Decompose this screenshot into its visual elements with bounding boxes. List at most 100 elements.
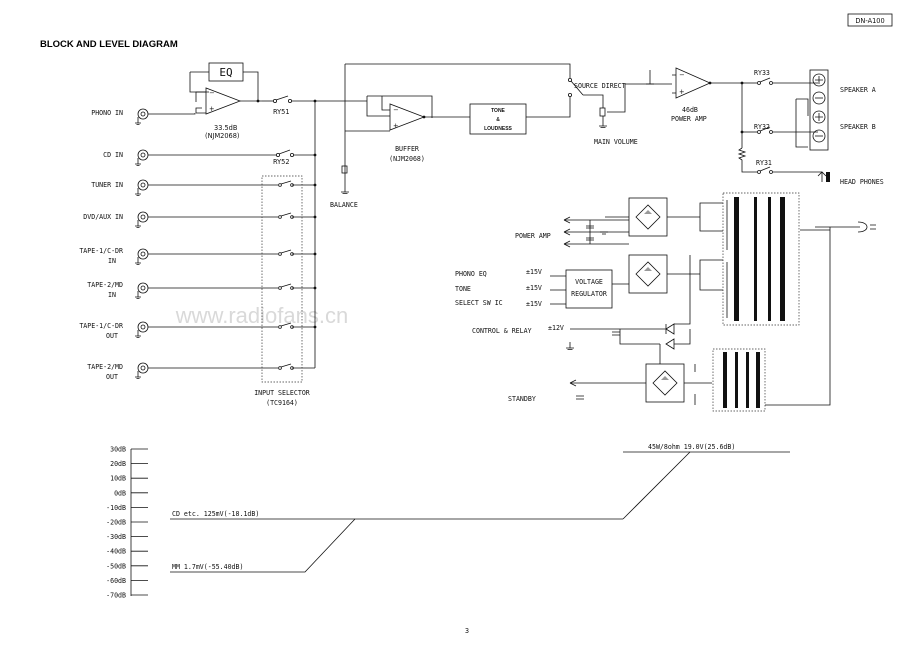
model-badge: DN-A100 (855, 17, 884, 25)
main-volume-pot (599, 107, 606, 117)
label-dvd-aux-in: DVD/AUX IN (83, 213, 123, 221)
input-selector-outline (261, 175, 303, 383)
eq-box-label: EQ (219, 66, 232, 79)
input-selector-ic: (TC9164) (266, 399, 298, 407)
speaker-terminals: SPEAKER A SPEAKER B (809, 69, 876, 151)
psu-v15-tone: ±15V (526, 284, 542, 292)
level-tick-label: -40dB (106, 548, 126, 556)
regulator-label-1: VOLTAGE (575, 278, 603, 286)
label-tape1-out-sub: OUT (106, 332, 118, 340)
label-tape2-out: TAPE-2/MD (87, 363, 123, 371)
regulator-label-2: REGULATOR (571, 290, 607, 298)
buffer-label: BUFFER (395, 145, 419, 153)
relay-ry52: RY52 (273, 158, 290, 166)
watermark: www.radiofans.cn (175, 303, 348, 328)
power-amp-stage: − + 46dB POWER AMP (646, 67, 742, 123)
svg-text:+: + (393, 122, 399, 130)
svg-text:+: + (679, 88, 685, 96)
svg-text:LOUDNESS: LOUDNESS (484, 126, 512, 132)
svg-text:&: & (496, 117, 500, 123)
output-relays: RY33 RY32 RY31 (737, 69, 822, 174)
level-scale: 30dB 20dB 10dB 0dB -10dB -20dB -30dB -40dB -50dB… (106, 446, 148, 600)
psu-select-sw-label: SELECT SW IC (455, 299, 503, 307)
phono-eq-gain: 33.5dB (214, 124, 238, 132)
svg-text:−: − (209, 89, 215, 97)
relay-ry33: RY33 (754, 69, 770, 77)
balance-control: BALANCE (330, 64, 367, 209)
jack-phono-in: PHONO IN (91, 108, 149, 125)
level-cd-label: CD etc. 125mV(-18.1dB) (172, 510, 259, 518)
level-mm-label: MM 1.7mV(-55.40dB) (172, 563, 243, 571)
phono-eq-ic: (NJM2068) (205, 132, 240, 140)
svg-text:TONE: TONE (491, 108, 505, 114)
label-tape1-in-sub: IN (108, 257, 116, 265)
psu-power-amp-label: POWER AMP (515, 232, 551, 240)
level-tick-label: -30dB (106, 533, 126, 541)
svg-text:+: + (209, 105, 215, 113)
label-tuner-in: TUNER IN (91, 181, 123, 189)
psu-v15-select: ±15V (526, 300, 542, 308)
source-direct-label: SOURCE DIRECT (574, 82, 626, 90)
level-diagram: 30dB 20dB 10dB 0dB -10dB -20dB -30dB -40dB -50dB… (106, 443, 790, 600)
phono-eq-stage: EQ − + 33.5dB (NJM2068) RY51 (148, 62, 315, 140)
level-tick-label: -70dB (106, 592, 126, 600)
headphone-jack: HEAD PHONES (817, 171, 884, 186)
label-tape2-in: TAPE-2/MD (87, 281, 123, 289)
buffer-stage: − + BUFFER (NJM2068) (345, 95, 470, 163)
power-amp-gain: 46dB (682, 106, 698, 114)
label-tape2-in-sub: IN (108, 291, 116, 299)
level-tick-label: 10dB (110, 475, 126, 483)
level-tick-label: -60dB (106, 577, 126, 585)
psu-tone-label: TONE (455, 285, 471, 293)
level-tick-label: 20dB (110, 460, 126, 468)
jack-tape1-out: TAPE-1/C-DR OUT (79, 321, 149, 340)
page-number: 3 (465, 627, 469, 635)
level-tick-label: 30dB (110, 446, 126, 454)
level-trace-mm (170, 518, 356, 573)
jack-tuner-in: TUNER IN (91, 179, 149, 196)
psu-v12: ±12V (548, 324, 564, 332)
headphones-label: HEAD PHONES (840, 178, 884, 186)
label-phono-in: PHONO IN (91, 109, 123, 117)
main-volume-label: MAIN VOLUME (594, 138, 638, 146)
buffer-ic: (NJM2068) (389, 155, 425, 163)
power-supply: POWER AMP VOLTAGE REGULATOR PHONO EQ TON… (455, 192, 876, 412)
tone-loudness-block: TONE & LOUDNESS (469, 97, 571, 135)
balance-label: BALANCE (330, 201, 358, 209)
jack-dvd-aux-in: DVD/AUX IN (83, 211, 149, 228)
jack-tape2-in: TAPE-2/MD IN (87, 281, 149, 299)
input-jacks: PHONO IN CD IN TUNER IN DVD/AUX IN TAPE-… (79, 108, 149, 381)
label-tape1-in: TAPE-1/C-DR (79, 247, 123, 255)
psu-v15-phono: ±15V (526, 268, 542, 276)
main-transformer-outline (722, 192, 800, 326)
level-trace-gain-rise (622, 451, 691, 520)
level-output-label: 45W/8ohm 19.0V(25.6dB) (648, 443, 735, 451)
speaker-b-label: SPEAKER B (840, 123, 876, 131)
label-tape1-out: TAPE-1/C-DR (79, 322, 123, 330)
svg-text:−: − (679, 71, 685, 79)
selector-switches: INPUT SELECTOR (TC9164) (148, 99, 345, 407)
level-tick-label: -10dB (106, 504, 126, 512)
ac-plug (857, 221, 868, 233)
svg-text:−: − (393, 106, 399, 114)
relay-ry31: RY31 (756, 159, 772, 167)
jack-tape1-in: TAPE-1/C-DR IN (79, 247, 149, 265)
jack-cd-in: CD IN (103, 149, 149, 166)
page-title: BLOCK AND LEVEL DIAGRAM (40, 39, 178, 50)
relay-ry51: RY51 (273, 108, 290, 116)
power-amp-label: POWER AMP (671, 115, 707, 123)
level-tick-label: -50dB (106, 562, 126, 570)
relay-ry32: RY32 (754, 123, 770, 131)
source-direct-switch: SOURCE DIRECT MAIN VOLUME (345, 63, 672, 146)
label-cd-in: CD IN (103, 151, 123, 159)
cd-path: RY52 (148, 149, 315, 166)
label-tape2-out-sub: OUT (106, 373, 118, 381)
jack-tape2-out: TAPE-2/MD OUT (87, 362, 149, 381)
input-selector-label: INPUT SELECTOR (254, 389, 310, 397)
psu-phono-eq-label: PHONO EQ (455, 270, 487, 278)
psu-control-relay-label: CONTROL & RELAY (472, 327, 532, 335)
level-tick-label: -20dB (106, 519, 126, 527)
psu-standby-label: STANDBY (508, 395, 536, 403)
level-tick-label: 0dB (114, 489, 126, 497)
